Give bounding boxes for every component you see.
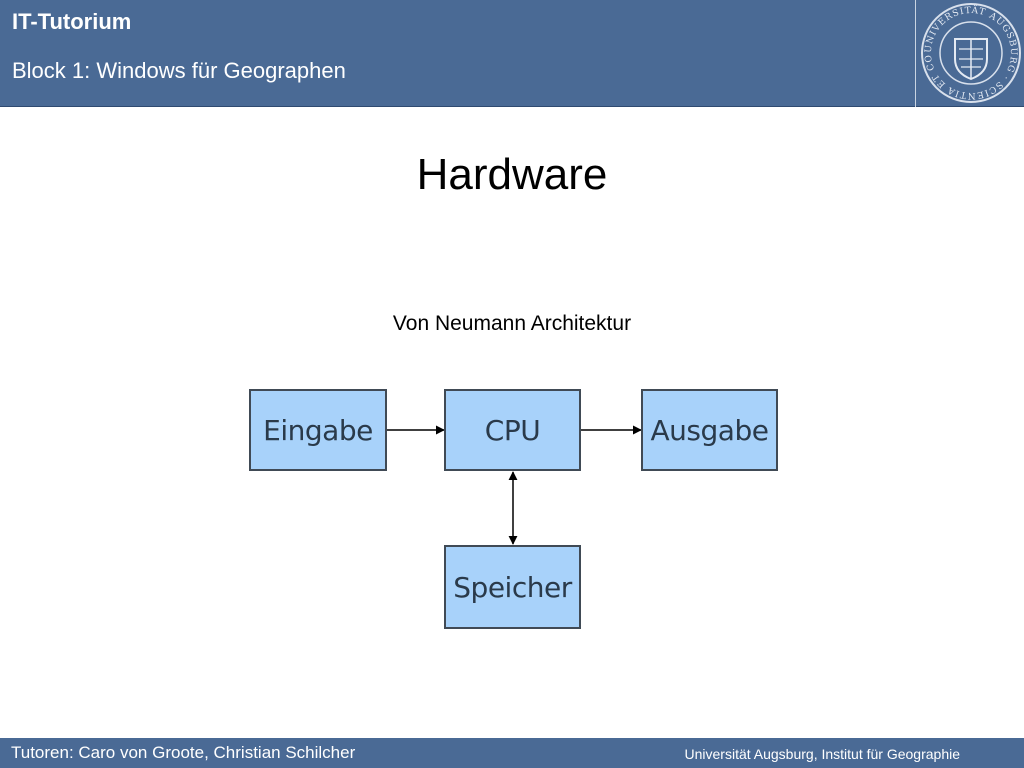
slide-header: IT-Tutorium Block 1: Windows für Geograp… [0,0,1024,107]
diagram-caption: Von Neumann Architektur [392,312,632,335]
header-title: IT-Tutorium [12,9,132,34]
node-eingabe: Eingabe [249,389,387,471]
node-cpu: CPU [444,389,581,471]
header-subtitle: Block 1: Windows für Geographen [12,58,346,83]
footer-tutors: Tutoren: Caro von Groote, Christian Schi… [11,743,356,762]
slide-title: Hardware [416,150,608,199]
node-ausgabe: Ausgabe [641,389,778,471]
footer-institute: Universität Augsburg, Institut für Geogr… [684,746,960,762]
node-speicher: Speicher [444,545,581,629]
university-logo: UNIVERSITÄT AUGSBURG · SCIENTIA ET CONSC… [915,0,1024,107]
university-seal-icon: UNIVERSITÄT AUGSBURG · SCIENTIA ET CONSC… [919,1,1021,103]
slide-footer: Tutoren: Caro von Groote, Christian Schi… [0,738,1024,768]
